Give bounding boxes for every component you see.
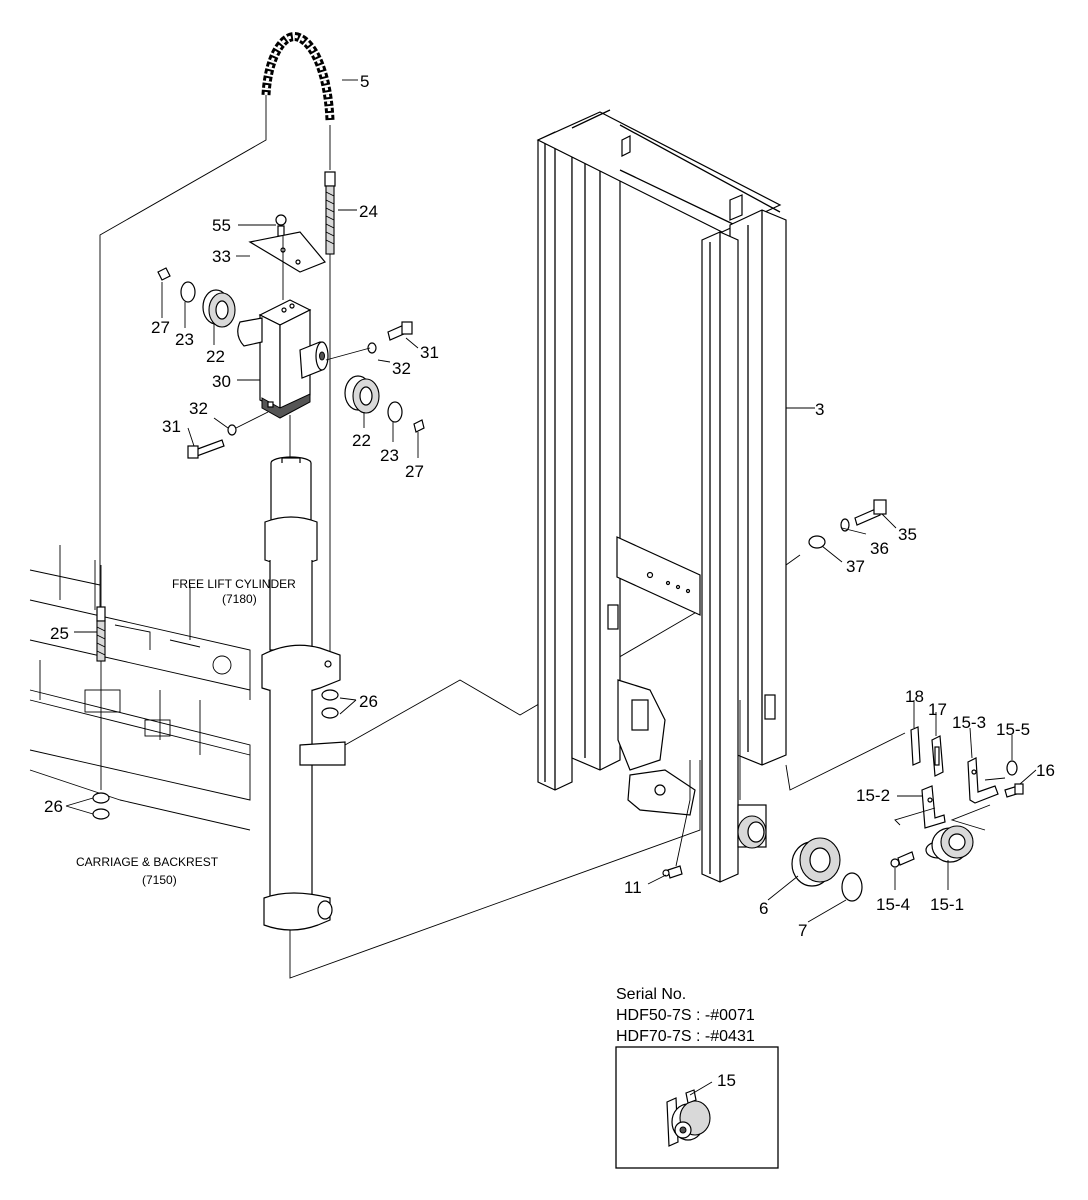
label-part-27-right: 27	[405, 462, 424, 481]
label-part-32-left: 32	[189, 399, 208, 418]
grease-nipple-part-11	[662, 865, 683, 879]
label-part-33: 33	[212, 247, 231, 266]
bracket-part-15-3	[967, 757, 999, 804]
serial-number-inset: Serial No. HDF50-7S : -#0071 HDF70-7S : …	[615, 986, 779, 1169]
washer-part-32-left	[227, 424, 237, 436]
label-part-15-1: 15-1	[930, 895, 964, 914]
label-part-24: 24	[359, 202, 378, 221]
label-part-35: 35	[898, 525, 917, 544]
ring-part-23-right	[387, 401, 403, 423]
snap-ring-part-27-left	[157, 267, 171, 281]
label-part-32-right: 32	[392, 359, 411, 378]
label-part-37: 37	[846, 557, 865, 576]
free-lift-cylinder	[261, 456, 346, 931]
snap-ring-part-7	[841, 872, 863, 902]
carriage-backrest-title: CARRIAGE & BACKREST	[76, 855, 219, 869]
label-part-11: 11	[624, 878, 642, 897]
label-part-18: 18	[905, 687, 924, 706]
label-part-31-left: 31	[162, 417, 181, 436]
captions: FREE LIFT CYLINDER (7180) CARRIAGE & BAC…	[76, 577, 296, 887]
sheave-part-22-right	[344, 375, 380, 414]
label-part-7: 7	[798, 921, 807, 940]
label-part-3: 3	[815, 400, 824, 419]
nuts-part-26-left	[92, 792, 110, 820]
label-part-15-5: 15-5	[996, 720, 1030, 739]
anchor-bolt-part-25	[96, 606, 106, 662]
label-part-26-right: 26	[359, 692, 378, 711]
nuts-part-26-right	[321, 689, 339, 719]
free-lift-cylinder-title: FREE LIFT CYLINDER	[172, 577, 296, 591]
snap-ring-part-27-right	[413, 419, 425, 433]
roller-assembly-part-15	[666, 1089, 711, 1147]
label-part-27-left: 27	[151, 318, 170, 337]
label-part-15-2: 15-2	[856, 786, 890, 805]
label-part-6: 6	[759, 899, 768, 918]
label-part-25: 25	[50, 624, 69, 643]
label-part-16: 16	[1036, 761, 1055, 780]
label-part-30: 30	[212, 372, 231, 391]
ring-part-23-left	[180, 281, 196, 303]
chain-part-5	[261, 32, 335, 121]
mast-part-3	[536, 109, 787, 883]
label-part-23-left: 23	[175, 330, 194, 349]
serial-heading: Serial No.	[616, 986, 686, 1003]
roller-part-6	[791, 837, 841, 887]
part-labels: 5 24 55 33 27 23 22 30 32 31 32 31 22 23…	[44, 72, 1055, 940]
label-part-22-right: 22	[352, 431, 371, 450]
label-part-55: 55	[212, 216, 231, 235]
carriage-backrest-ghost	[29, 545, 251, 831]
sheave-bracket-part-30	[237, 299, 329, 419]
label-part-15-4: 15-4	[876, 895, 910, 914]
label-part-15-3: 15-3	[952, 713, 986, 732]
label-part-26-left: 26	[44, 797, 63, 816]
plate-part-33	[248, 231, 326, 273]
washer-part-37	[808, 535, 826, 549]
label-part-17: 17	[928, 700, 947, 719]
serial-line-1: HDF50-7S : -#0071	[616, 1007, 755, 1024]
label-part-31-right: 31	[420, 343, 439, 362]
bolt-part-16	[1004, 783, 1024, 798]
shim-part-18	[910, 726, 921, 766]
bolt-part-31-right	[387, 321, 413, 341]
bracket-part-15-2	[921, 785, 946, 829]
ring-part-15-5	[1006, 760, 1018, 776]
serial-line-2: HDF70-7S : -#0431	[616, 1028, 755, 1045]
free-lift-cylinder-code: (7180)	[222, 592, 257, 606]
washer-part-32-right	[367, 342, 377, 354]
chain-anchor-bolt-part-24	[324, 171, 336, 255]
label-part-36: 36	[870, 539, 889, 558]
label-part-15: 15	[717, 1071, 736, 1090]
carriage-backrest-code: (7150)	[142, 873, 177, 887]
side-roller-part-15-1	[925, 825, 974, 863]
label-part-23-right: 23	[380, 446, 399, 465]
sheave-part-22-left	[202, 289, 236, 328]
bolt-part-35	[854, 499, 887, 526]
label-part-22-left: 22	[206, 347, 225, 366]
label-part-5: 5	[360, 72, 369, 91]
screw-part-55	[275, 214, 287, 237]
bolt-part-15-4	[890, 851, 915, 868]
bolt-part-31-left	[187, 439, 225, 459]
shim-part-17	[931, 735, 944, 777]
